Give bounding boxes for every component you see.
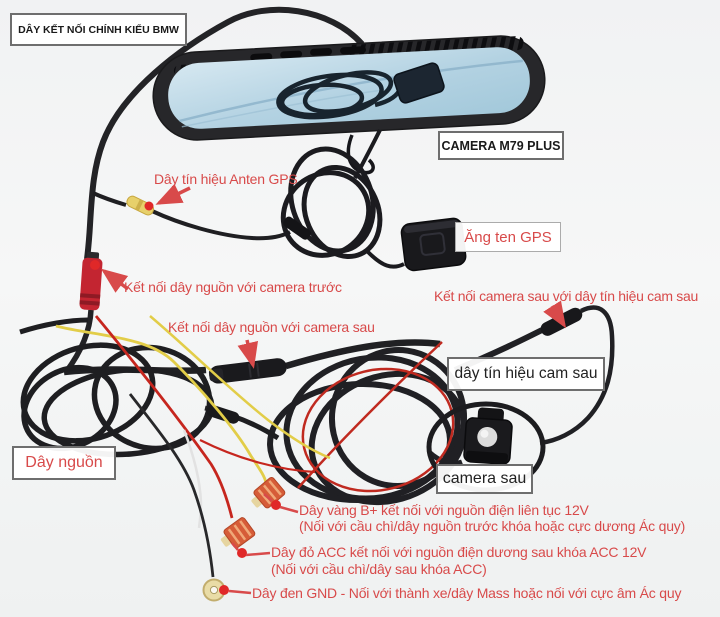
arrow-front-power	[100, 268, 130, 293]
gps-signal-wire-note: Dây tín hiệu Anten GPS	[154, 171, 298, 187]
camera-signal-cable	[539, 305, 615, 446]
power-cable-tangle	[19, 317, 280, 458]
gps-antenna-label: Ăng ten GPS	[464, 228, 552, 246]
main-title: DÂY KẾT NỐI CHÍNH KIỂU BMW	[18, 23, 179, 36]
front-power-connector	[79, 251, 103, 311]
main-title-box: DÂY KẾT NỐI CHÍNH KIỂU BMW	[10, 13, 187, 46]
power-cable-label-box: Dây nguồn	[12, 446, 116, 480]
red-wire-note-line1: Dây đỏ ACC kết nối với nguồn điện dương …	[271, 544, 647, 560]
mirror-buttons	[250, 46, 367, 61]
yellow-wire-note-line2: (Nối với cầu chì/dây nguồn trước khóa ho…	[299, 518, 686, 534]
gps-signal-branch	[92, 191, 291, 241]
front-camera-power-note: Kết nối dây nguồn với camera trước	[124, 279, 342, 295]
annotation-arrows	[90, 183, 567, 595]
gps-yellow-connector	[126, 195, 155, 216]
yellow-wire-note-line1: Dây vàng B+ kết nối với nguồn điện liên …	[299, 502, 589, 518]
arrow-rear-signal	[543, 300, 567, 329]
rear-camera	[463, 407, 513, 465]
gps-antenna-label-box: Ăng ten GPS	[455, 222, 561, 252]
red-wire-note-line2: (Nối với cầu chì/dây sau khóa ACC)	[271, 561, 487, 577]
rear-camera-label-box: camera sau	[436, 464, 533, 494]
white-wire	[182, 429, 203, 529]
connector-on-mirror	[393, 62, 445, 104]
arrow-gps-signal	[155, 183, 191, 205]
power-cable-label: Dây nguồn	[25, 454, 103, 471]
gps-inline-connector	[283, 216, 311, 240]
camera-model-box: CAMERA M79 PLUS	[438, 131, 564, 160]
gps-antenna-cable-coil	[280, 129, 405, 269]
gps-antenna-module	[400, 217, 467, 272]
rear-camera-power-note: Kết nối dây nguồn với camera sau	[168, 319, 375, 335]
camera-model-label: CAMERA M79 PLUS	[441, 138, 561, 153]
rear-signal-cable-label: dây tín hiệu cam sau	[454, 365, 598, 382]
rear-signal-cable-label-box: dây tín hiệu cam sau	[447, 357, 605, 391]
black-wire-note: Dây đen GND - Nối với thành xe/dây Mass …	[252, 585, 682, 601]
black-gnd-wire	[128, 393, 215, 578]
red-acc-wire	[94, 315, 316, 519]
rear-camera-label: camera sau	[442, 470, 527, 487]
rear-camera-signal-note: Kết nối camera sau với dây tín hiệu cam …	[434, 288, 698, 304]
fuse-tap-red-wire	[220, 517, 256, 549]
arrow-rear-power	[237, 339, 259, 369]
